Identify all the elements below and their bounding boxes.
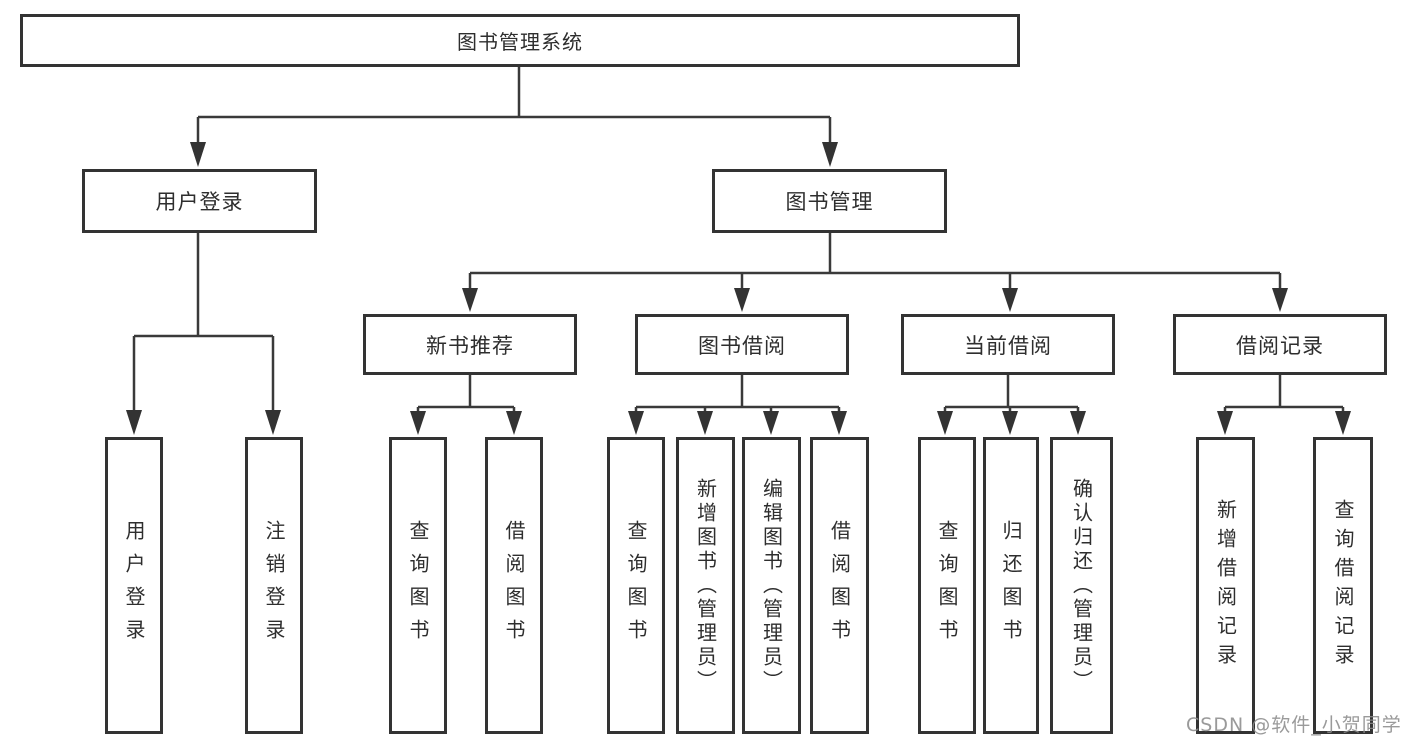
node-label: 用户登录 bbox=[122, 519, 146, 652]
node-label: 当前借阅 bbox=[964, 333, 1052, 358]
node-label: 注销登录 bbox=[262, 519, 286, 652]
leaf-logout: 注销登录 bbox=[245, 437, 303, 734]
leaf-current-confirm-return-admin: 确认归还（管理员） bbox=[1050, 437, 1113, 734]
node-borrow-record: 借阅记录 bbox=[1173, 314, 1387, 375]
node-label: 编辑图书（管理员） bbox=[759, 477, 784, 694]
node-current-borrow: 当前借阅 bbox=[901, 314, 1115, 375]
leaf-record-add-borrow-record: 新增借阅记录 bbox=[1196, 437, 1255, 734]
node-label: 查询图书 bbox=[935, 519, 959, 652]
node-label: 图书管理系统 bbox=[457, 30, 583, 54]
node-label: 借阅图书 bbox=[502, 519, 526, 652]
node-label: 归还图书 bbox=[999, 519, 1023, 652]
leaf-user-login: 用户登录 bbox=[105, 437, 163, 734]
node-book-management-branch: 图书管理 bbox=[712, 169, 947, 233]
node-label: 查询借阅记录 bbox=[1331, 498, 1355, 673]
node-label: 查询图书 bbox=[406, 519, 430, 652]
node-book-borrow: 图书借阅 bbox=[635, 314, 849, 375]
leaf-borrow-edit-books-admin: 编辑图书（管理员） bbox=[742, 437, 801, 734]
node-label: 图书借阅 bbox=[698, 333, 786, 358]
leaf-borrow-add-books-admin: 新增图书（管理员） bbox=[676, 437, 735, 734]
leaf-current-return-books: 归还图书 bbox=[983, 437, 1039, 734]
node-library-management-system: 图书管理系统 bbox=[20, 14, 1020, 67]
node-label: 新增图书（管理员） bbox=[693, 477, 718, 694]
leaf-recommend-query-books: 查询图书 bbox=[389, 437, 447, 734]
node-label: 借阅记录 bbox=[1236, 333, 1324, 358]
arrowhead-icons bbox=[126, 142, 1351, 435]
node-label: 用户登录 bbox=[155, 190, 244, 214]
csdn-watermark: CSDN @软件_小贺同学 bbox=[1186, 714, 1402, 736]
node-label: 查询图书 bbox=[624, 519, 648, 652]
leaf-borrow-query-books: 查询图书 bbox=[607, 437, 665, 734]
node-label: 新增借阅记录 bbox=[1213, 498, 1238, 673]
leaf-recommend-borrow-books: 借阅图书 bbox=[485, 437, 543, 734]
node-label: 图书管理 bbox=[785, 190, 874, 214]
node-user-login-branch: 用户登录 bbox=[82, 169, 317, 233]
leaf-borrow-borrow-books: 借阅图书 bbox=[810, 437, 869, 734]
leaf-record-query-borrow-record: 查询借阅记录 bbox=[1313, 437, 1373, 734]
node-label: 新书推荐 bbox=[426, 333, 514, 358]
leaf-current-query-books: 查询图书 bbox=[918, 437, 976, 734]
node-new-book-recommend: 新书推荐 bbox=[363, 314, 577, 375]
node-label: 借阅图书 bbox=[827, 519, 852, 652]
node-label: 确认归还（管理员） bbox=[1069, 477, 1094, 694]
